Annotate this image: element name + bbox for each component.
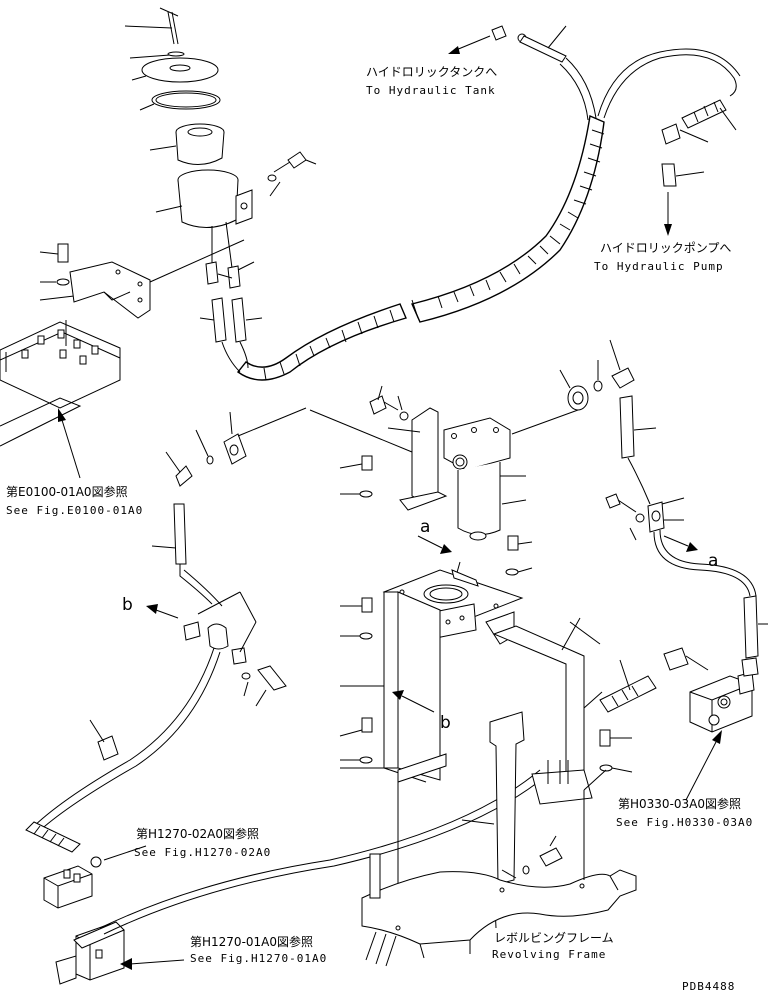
bracket-bolts <box>339 455 533 769</box>
drawing-number: PDB4488 <box>682 980 735 993</box>
valve-block-h0330 <box>583 647 759 880</box>
tank-arrow <box>448 35 491 54</box>
revolving-frame <box>361 853 637 967</box>
valve-block-h1270-01 <box>55 769 547 985</box>
label-tank-jp: ハイドロリックタンクへ <box>366 65 497 79</box>
lower-arm-bolt <box>522 835 563 875</box>
valve-fittings <box>199 221 263 373</box>
hose-to-tank <box>236 25 605 381</box>
main-filter <box>309 339 635 541</box>
filter-cap-assembly <box>124 7 317 228</box>
a-arrow-top <box>417 535 452 554</box>
label-h1270-02-en: See Fig.H1270-02A0 <box>134 846 271 859</box>
coil-hatch <box>263 129 605 381</box>
left-mount-assembly <box>0 239 245 447</box>
label-h0330-jp: 第H0330-03A0図参照 <box>618 796 741 811</box>
h1270-01-arrow <box>120 958 185 970</box>
hose-to-pump <box>597 48 741 236</box>
ref-b-left: b <box>122 595 133 615</box>
b-arrow-right <box>392 690 435 713</box>
label-e0100-en: See Fig.E0100-01A0 <box>6 504 143 517</box>
right-hose-assembly <box>605 395 768 659</box>
label-e0100-jp: 第E0100-01A0図参照 <box>6 484 128 499</box>
label-frame-en: Revolving Frame <box>492 948 606 961</box>
support-arm <box>461 617 593 929</box>
label-h1270-01-jp: 第H1270-01A0図参照 <box>190 934 313 949</box>
label-frame-jp: レボルビングフレーム <box>494 931 614 945</box>
label-h1270-01-en: See Fig.H1270-01A0 <box>190 952 327 965</box>
ref-a-right: a <box>708 551 718 571</box>
e0100-arrow <box>58 408 81 479</box>
left-hose-assembly <box>25 407 307 868</box>
misc-leaders <box>387 427 601 645</box>
label-h1270-02-jp: 第H1270-02A0図参照 <box>136 826 259 841</box>
ref-b-right: b <box>440 713 451 733</box>
ref-a-top: a <box>420 517 430 537</box>
hose-break-mark <box>411 299 419 319</box>
label-h0330-en: See Fig.H0330-03A0 <box>616 816 753 829</box>
b-arrow-left <box>146 604 179 619</box>
label-pump-jp: ハイドロリックポンプへ <box>600 241 731 255</box>
label-tank-en: To Hydraulic Tank <box>366 84 496 97</box>
valve-block-h1270-02 <box>43 845 147 909</box>
support-bracket <box>382 561 524 930</box>
label-pump-en: To Hydraulic Pump <box>594 260 724 273</box>
